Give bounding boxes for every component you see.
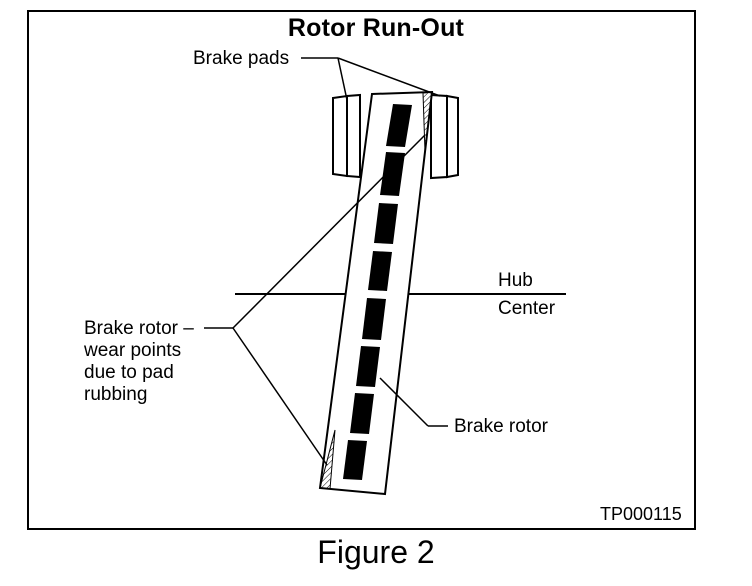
wear-points-line-2: wear points	[84, 340, 182, 361]
wear-points-line-3: due to pad	[84, 362, 174, 383]
wear-point-top	[422, 91, 433, 153]
brake-pads-label: Brake pads	[193, 48, 290, 69]
diagram-title: Rotor Run-Out	[287, 14, 465, 42]
leader-lines	[204, 57, 448, 466]
hub-label: Hub	[498, 270, 533, 291]
wear-points-line-4: rubbing	[84, 384, 148, 405]
figure-frame	[27, 10, 696, 530]
figure-caption: Figure 2	[317, 534, 435, 570]
right-brake-pad	[430, 93, 459, 180]
figure-code: TP000115	[600, 504, 682, 524]
left-brake-pad	[332, 93, 361, 179]
brake-rotor-label: Brake rotor	[454, 416, 548, 437]
rotor-vent-slots	[343, 104, 412, 480]
brake-rotor	[318, 90, 434, 496]
wear-points-line-1: Brake rotor –	[84, 318, 194, 339]
center-label: Center	[498, 298, 556, 319]
wear-point-bottom	[319, 429, 336, 490]
wear-points-label: Brake rotor – wear points due to pad rub…	[84, 318, 194, 406]
